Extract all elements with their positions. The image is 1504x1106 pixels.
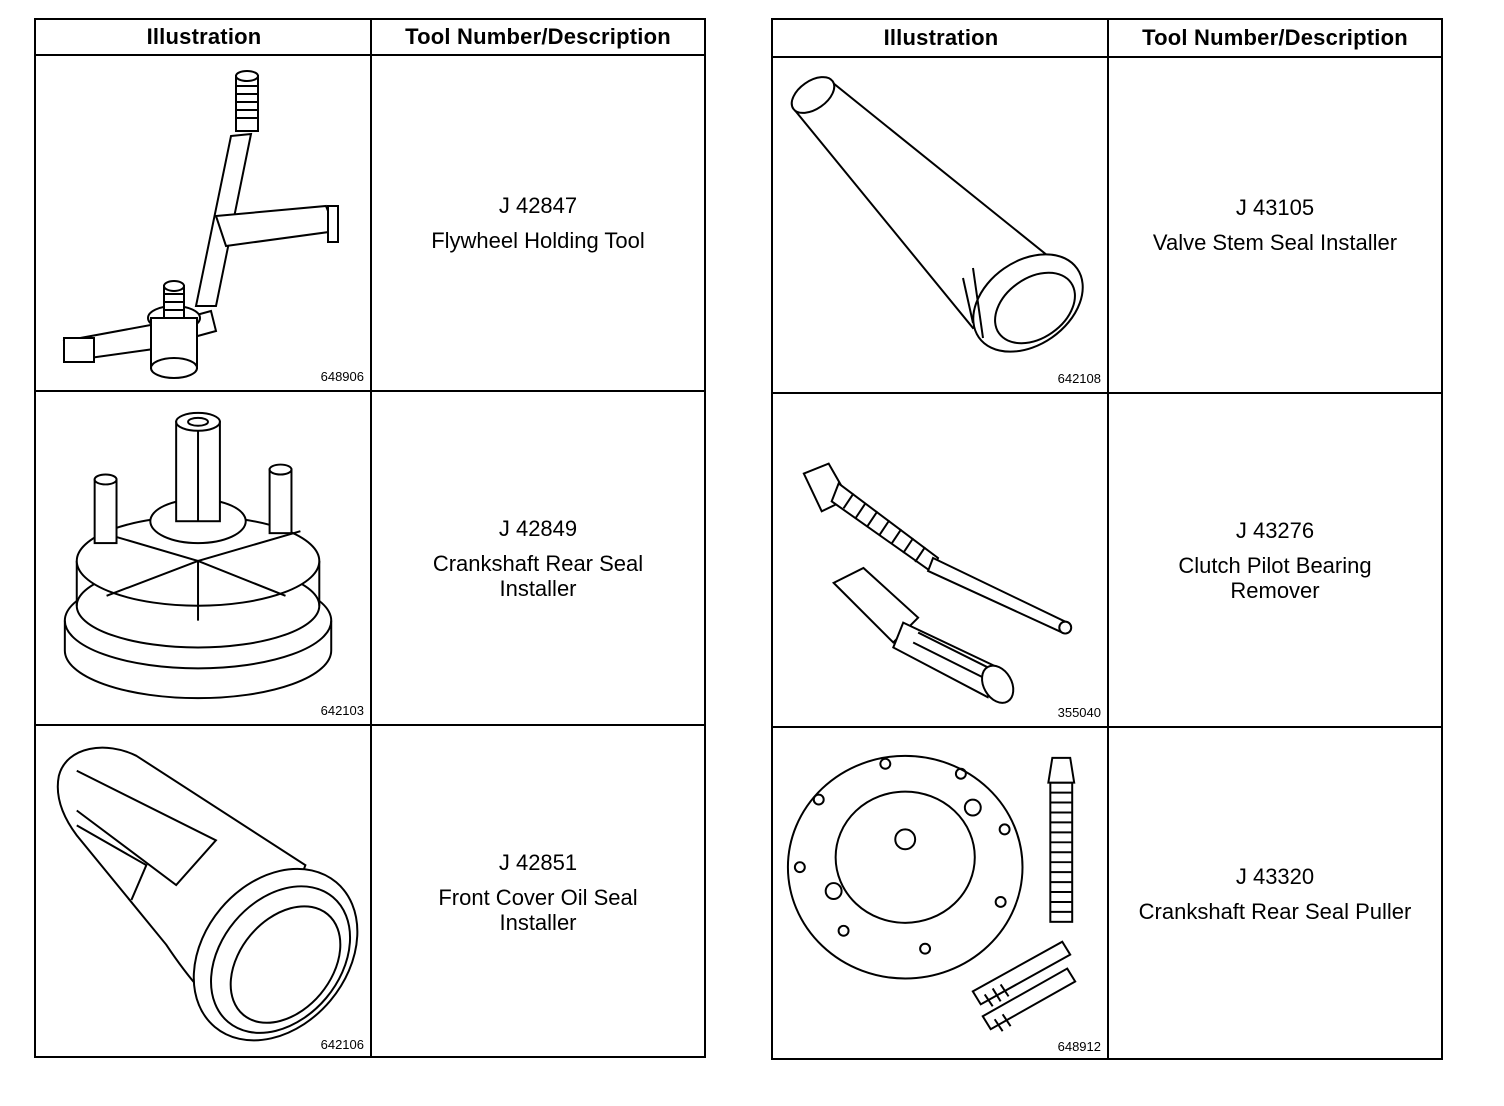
tool-name: Front Cover Oil Seal Installer xyxy=(438,884,638,935)
tool-number: J 42849 xyxy=(498,515,578,541)
right-tool-table: Illustration Tool Number/Description 642… xyxy=(771,18,1443,1060)
column-divider xyxy=(370,20,372,1056)
figure-id: 642103 xyxy=(320,703,364,718)
pilot-bearing-remover-icon: 355040 xyxy=(773,394,1107,726)
description-header: Tool Number/Description xyxy=(1142,25,1408,50)
figure-id: 642108 xyxy=(1057,371,1101,386)
tool-description: J 43276 Clutch Pilot Bearing Remover xyxy=(1109,394,1441,726)
figure-id: 648912 xyxy=(1057,1039,1101,1054)
tool-row: 648906 J 42847 Flywheel Holding Tool xyxy=(36,56,704,390)
illustration-header: Illustration xyxy=(883,25,999,50)
tool-name: Valve Stem Seal Installer xyxy=(1152,230,1398,255)
figure-id: 648906 xyxy=(320,369,364,384)
tool-row: 642108 J 43105 Valve Stem Seal Installer xyxy=(773,58,1441,392)
rear-seal-puller-icon: 648912 xyxy=(773,728,1107,1060)
tool-number: J 42851 xyxy=(498,849,578,875)
description-header: Tool Number/Description xyxy=(405,24,671,49)
flywheel-holding-tool-icon: 648906 xyxy=(36,56,370,390)
tool-number: J 43276 xyxy=(1235,517,1315,543)
tool-row: 648912 J 43320 Crankshaft Rear Seal Pull… xyxy=(773,726,1441,1060)
tool-row: 355040 J 43276 Clutch Pilot Bearing Remo… xyxy=(773,392,1441,726)
tool-name: Crankshaft Rear Seal Puller xyxy=(1138,899,1412,924)
tool-description: J 42851 Front Cover Oil Seal Installer xyxy=(372,726,704,1058)
tool-description: J 42847 Flywheel Holding Tool xyxy=(372,56,704,390)
tool-description: J 43320 Crankshaft Rear Seal Puller xyxy=(1109,728,1441,1060)
tool-name: Clutch Pilot Bearing Remover xyxy=(1178,552,1372,603)
tool-number: J 43105 xyxy=(1235,195,1315,220)
tool-description: J 42849 Crankshaft Rear Seal Installer xyxy=(372,392,704,724)
rear-seal-installer-icon: 642103 xyxy=(36,392,370,724)
tool-number: J 42847 xyxy=(498,193,578,218)
tool-name: Crankshaft Rear Seal Installer xyxy=(432,550,644,601)
tool-row: 642103 J 42849 Crankshaft Rear Seal Inst… xyxy=(36,390,704,724)
figure-id: 642106 xyxy=(320,1037,364,1052)
tool-name: Flywheel Holding Tool xyxy=(431,228,645,253)
tool-number: J 43320 xyxy=(1235,864,1315,889)
illustration-header: Illustration xyxy=(146,24,262,49)
tool-row: 642106 J 42851 Front Cover Oil Seal Inst… xyxy=(36,724,704,1058)
front-cover-seal-installer-icon: 642106 xyxy=(36,726,370,1058)
tool-description: J 43105 Valve Stem Seal Installer xyxy=(1109,58,1441,392)
column-divider xyxy=(1107,20,1109,1058)
figure-id: 355040 xyxy=(1057,705,1101,720)
left-tool-table: Illustration Tool Number/Description xyxy=(34,18,706,1058)
valve-stem-seal-installer-icon: 642108 xyxy=(773,58,1107,392)
